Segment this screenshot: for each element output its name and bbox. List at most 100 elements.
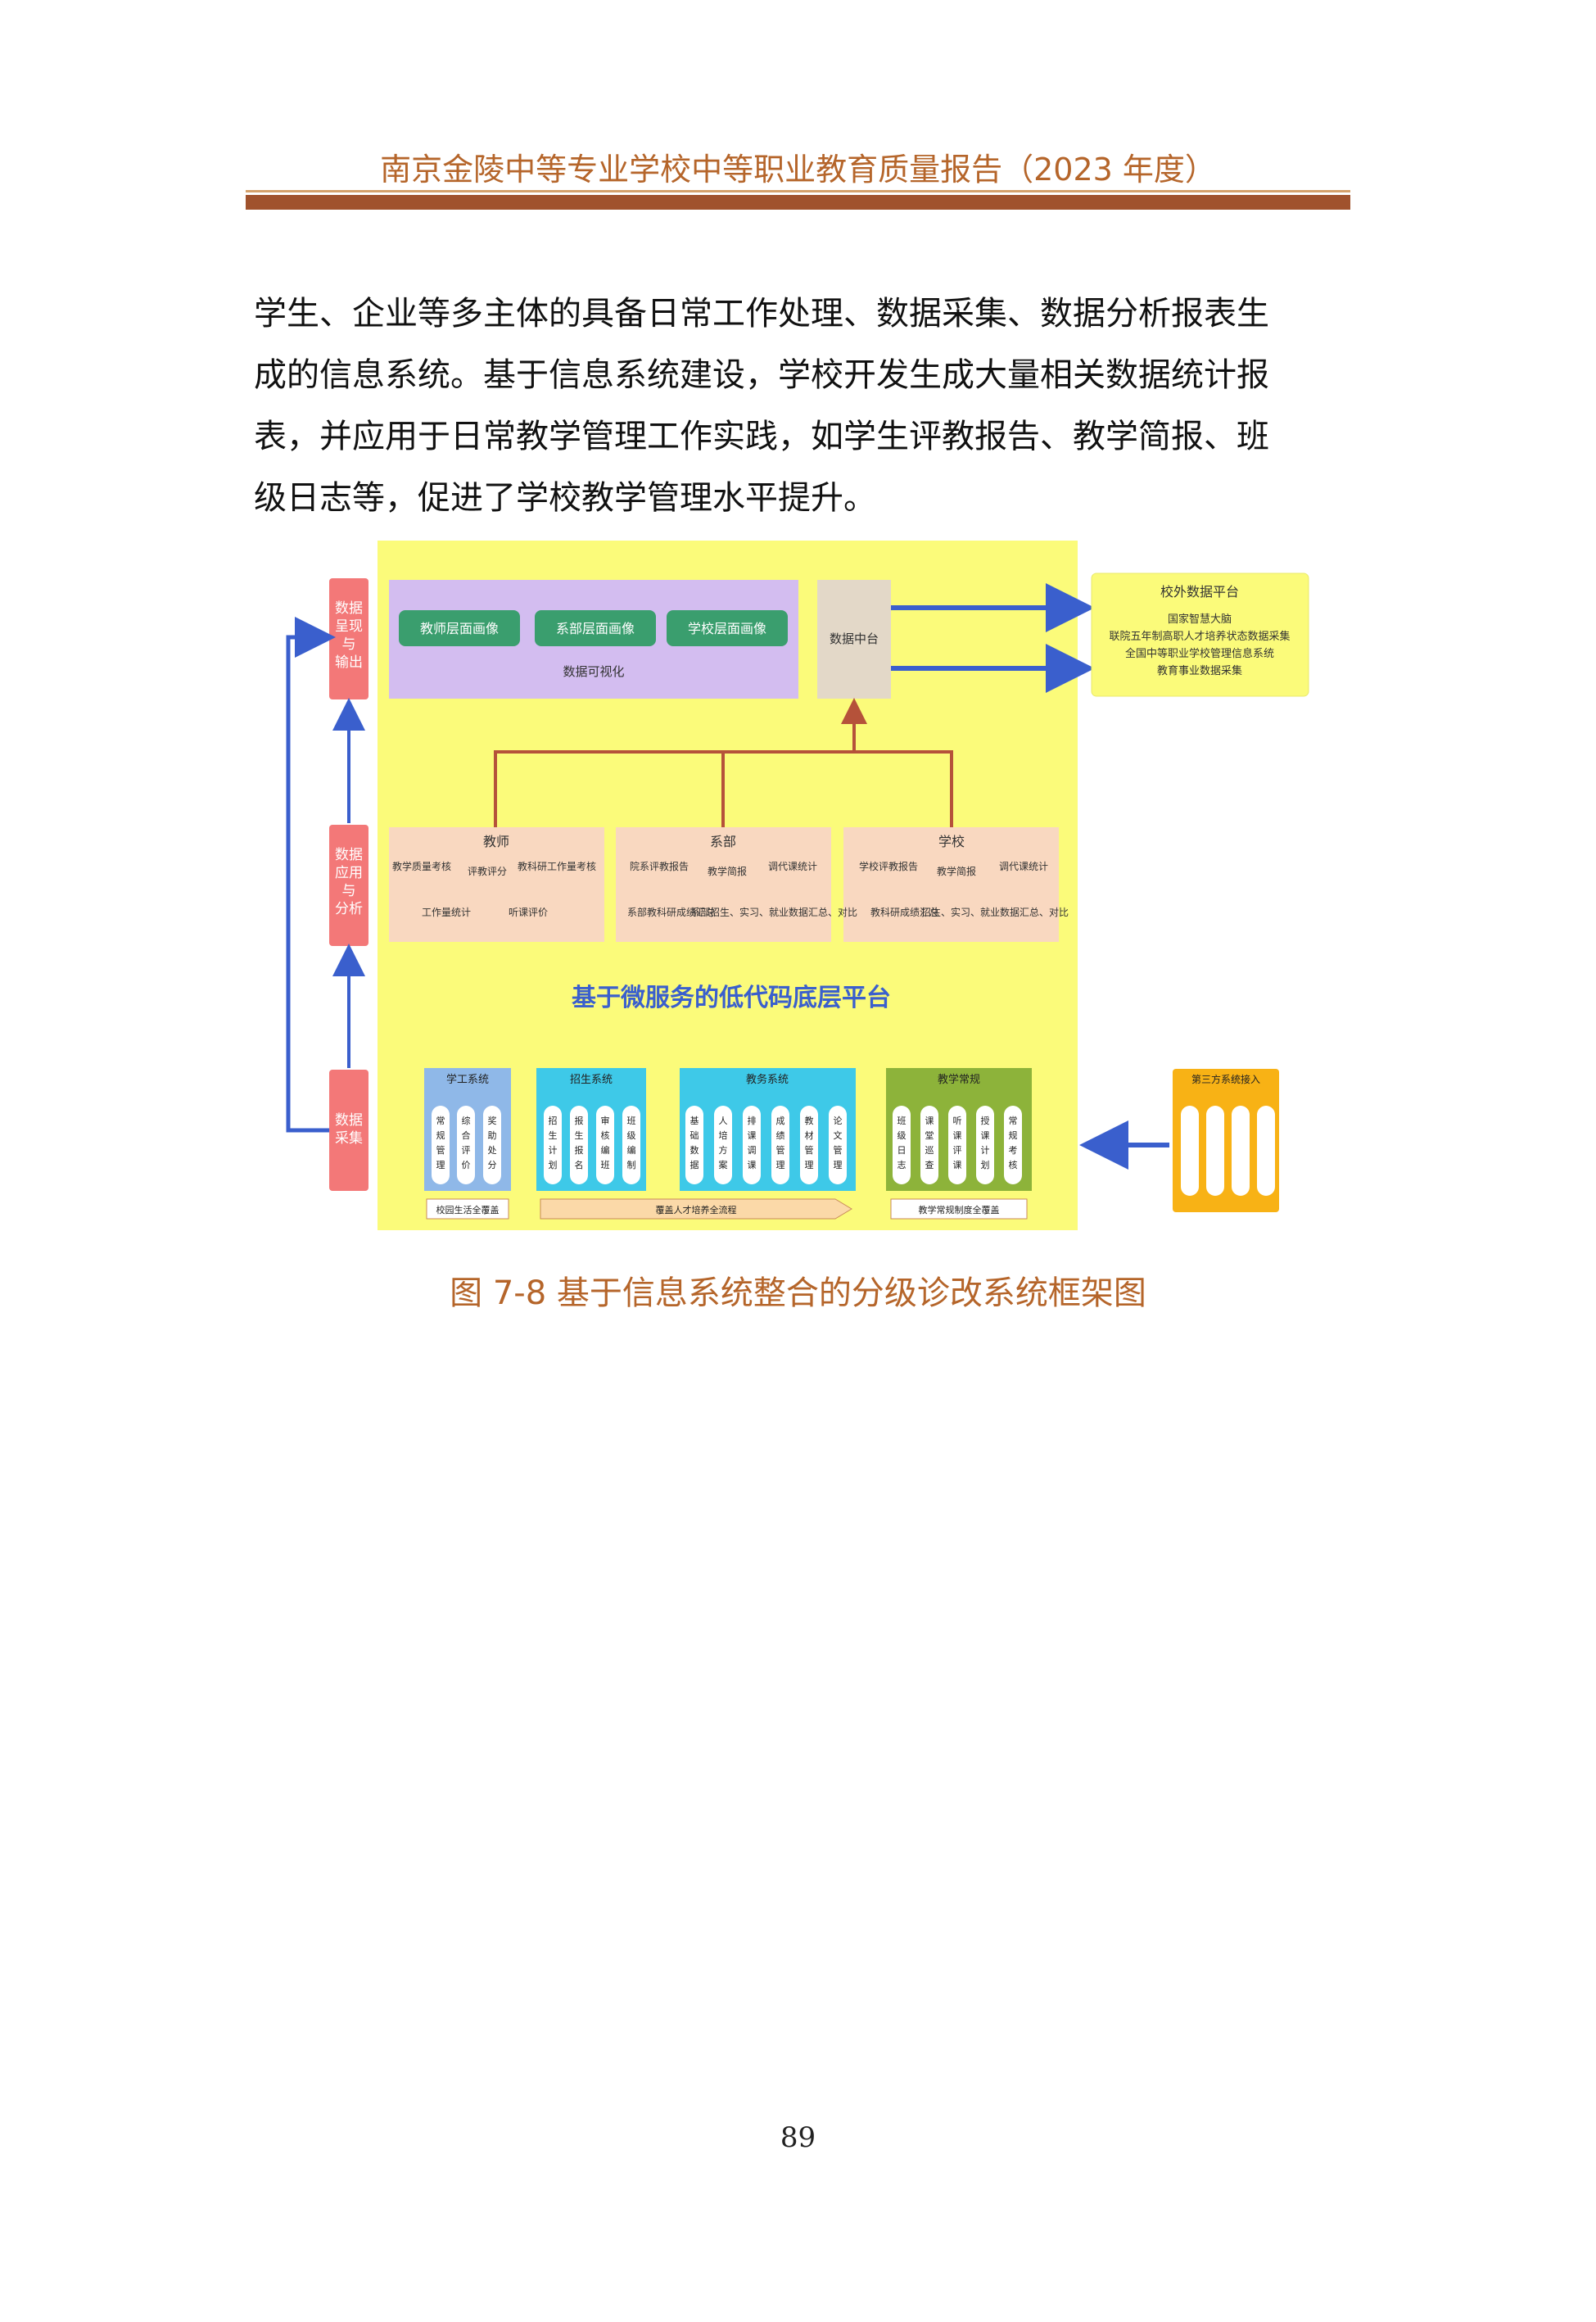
system-item-char: 文 — [834, 1129, 843, 1141]
system-academic: 教务系统 — [680, 1068, 856, 1191]
system-title-3: 教务系统 — [746, 1073, 789, 1086]
system-item-char: 方 — [719, 1144, 728, 1156]
bottom-mid-label: 覆盖人才培养全流程 — [656, 1204, 737, 1215]
figure-caption: 图 7-8 基于信息系统整合的分级诊改系统框架图 — [450, 1274, 1146, 1312]
system-item-char: 课 — [748, 1160, 757, 1170]
system-teaching-routine: 教学常规 — [886, 1068, 1032, 1191]
system-item-char: 班 — [601, 1160, 610, 1170]
dept-item-3: 调代课统计 — [768, 861, 817, 872]
system-item-char: 排 — [748, 1115, 757, 1126]
system-item-char: 班 — [897, 1116, 907, 1126]
system-item-char: 名 — [575, 1159, 584, 1170]
teacher-item-5: 听课评价 — [509, 907, 548, 918]
panel-department — [616, 827, 831, 942]
system-item-char: 奖 — [488, 1115, 497, 1126]
school-item-2: 教学简报 — [937, 865, 976, 877]
panel-school-title: 学校 — [938, 834, 965, 849]
label-apply-3: 与 — [342, 883, 356, 899]
system-student-affairs: 学工系统 — [424, 1068, 511, 1191]
label-collect-1: 数据 — [335, 1112, 363, 1129]
system-item-char: 评 — [462, 1145, 471, 1156]
portrait-school-label: 学校层面画像 — [688, 621, 766, 636]
panel-teacher — [389, 827, 604, 942]
portrait-teacher-label: 教师层面画像 — [420, 621, 499, 636]
system-enrollment: 招生系统 — [536, 1068, 646, 1191]
label-present-3: 与 — [342, 636, 356, 653]
body-line-1: 学生、企业等多主体的具备日常工作处理、数据采集、数据分析报表生 — [254, 295, 1269, 333]
teacher-item-4: 工作量统计 — [422, 907, 471, 918]
label-apply-1: 数据 — [335, 847, 363, 863]
system-item-char: 理 — [834, 1160, 843, 1170]
system-item-char: 考 — [1009, 1145, 1018, 1156]
page-number: 89 — [780, 2121, 816, 2154]
label-collect-box — [329, 1070, 368, 1191]
system-item-char: 志 — [897, 1160, 907, 1170]
external-item-3: 全国中等职业学校管理信息系统 — [1125, 647, 1274, 660]
system-item-char: 教 — [805, 1116, 814, 1126]
body-line-4: 级日志等，促进了学校教学管理水平提升。 — [254, 479, 876, 517]
system-item-char: 规 — [1009, 1129, 1018, 1141]
system-item-char: 案 — [719, 1159, 728, 1170]
data-center-label: 数据中台 — [830, 631, 879, 646]
system-item-char: 综 — [462, 1115, 471, 1126]
body-line-2: 成的信息系统。基于信息系统建设，学校开发生成大量相关数据统计报 — [254, 356, 1269, 394]
system-item-char: 课 — [953, 1130, 962, 1141]
portrait-department-label: 系部层面画像 — [556, 621, 635, 636]
bottom-right-label: 教学常规制度全覆盖 — [919, 1204, 1000, 1215]
system-item-char: 评 — [953, 1145, 962, 1156]
system-item-char: 核 — [1009, 1159, 1018, 1170]
system-item-char: 课 — [953, 1160, 962, 1170]
portrait-department — [535, 610, 656, 646]
system-item-char: 材 — [805, 1129, 814, 1141]
external-item-1: 国家智慧大脑 — [1168, 613, 1232, 626]
bottom-mid-arrow — [540, 1198, 852, 1220]
dept-item-2: 教学简报 — [708, 865, 747, 877]
system-item-char: 理 — [805, 1160, 814, 1170]
header-rule-thin — [246, 190, 1350, 192]
system-item-char: 理 — [436, 1160, 445, 1170]
system-item-char: 调 — [748, 1145, 757, 1156]
system-item-char: 常 — [436, 1116, 445, 1126]
system-item-char: 处 — [488, 1145, 497, 1156]
external-platform-box — [1091, 573, 1309, 697]
body-line-3: 表，并应用于日常教学管理工作实践，如学生评教报告、教学简报、班 — [254, 418, 1269, 455]
system-item-char: 据 — [690, 1159, 699, 1170]
label-present-2: 呈现 — [335, 618, 363, 635]
panel-department-title: 系部 — [710, 834, 736, 849]
system-item-char: 分 — [488, 1160, 497, 1170]
system-item-char: 课 — [748, 1130, 757, 1141]
system-item-char: 绩 — [776, 1130, 785, 1141]
bottom-left-label: 校园生活全覆盖 — [436, 1204, 500, 1215]
label-present-4: 输出 — [335, 654, 363, 671]
bottom-left-box — [426, 1198, 509, 1220]
page-header-title: 南京金陵中等专业学校中等职业教育质量报告（2023 年度） — [380, 152, 1216, 188]
system-item-char: 础 — [690, 1130, 699, 1141]
external-item-4: 教育事业数据采集 — [1157, 664, 1242, 677]
framework-diagram: 数据 呈现 与 输出 数据 应用 与 分析 数据 采集 教师层面画像 系部层面画… — [286, 541, 1309, 1230]
school-item-3: 调代课统计 — [999, 861, 1048, 872]
system-item-char: 常 — [1009, 1116, 1018, 1126]
header-rule-thick — [246, 195, 1350, 210]
system-item-char: 编 — [601, 1144, 610, 1156]
dept-item-1: 院系评教报告 — [630, 860, 689, 872]
label-present-box — [329, 578, 368, 699]
system-item-char: 课 — [925, 1116, 934, 1126]
teacher-item-3: 教科研工作量考核 — [518, 860, 596, 872]
system-title-4: 教学常规 — [938, 1073, 980, 1086]
label-apply-4: 分析 — [335, 901, 363, 917]
label-apply-box — [329, 825, 368, 946]
system-item-char: 培 — [719, 1129, 728, 1141]
system-item-char: 报 — [575, 1144, 584, 1156]
panel-teacher-title: 教师 — [483, 834, 509, 849]
system-item-char: 合 — [462, 1129, 471, 1141]
left-loop-arrow — [286, 617, 336, 1133]
system-item-char: 数 — [690, 1145, 699, 1156]
data-center-box — [817, 580, 891, 699]
system-item-char: 成 — [776, 1116, 785, 1126]
system-item-char: 报 — [575, 1115, 584, 1126]
dept-item-4: 系部教科研成绩汇总 — [627, 906, 716, 918]
portrait-caption: 数据可视化 — [563, 664, 624, 679]
system-item-char: 听 — [953, 1116, 962, 1126]
system-item-char: 招 — [549, 1115, 558, 1126]
third-party-title: 第三方系统接入 — [1191, 1073, 1260, 1085]
